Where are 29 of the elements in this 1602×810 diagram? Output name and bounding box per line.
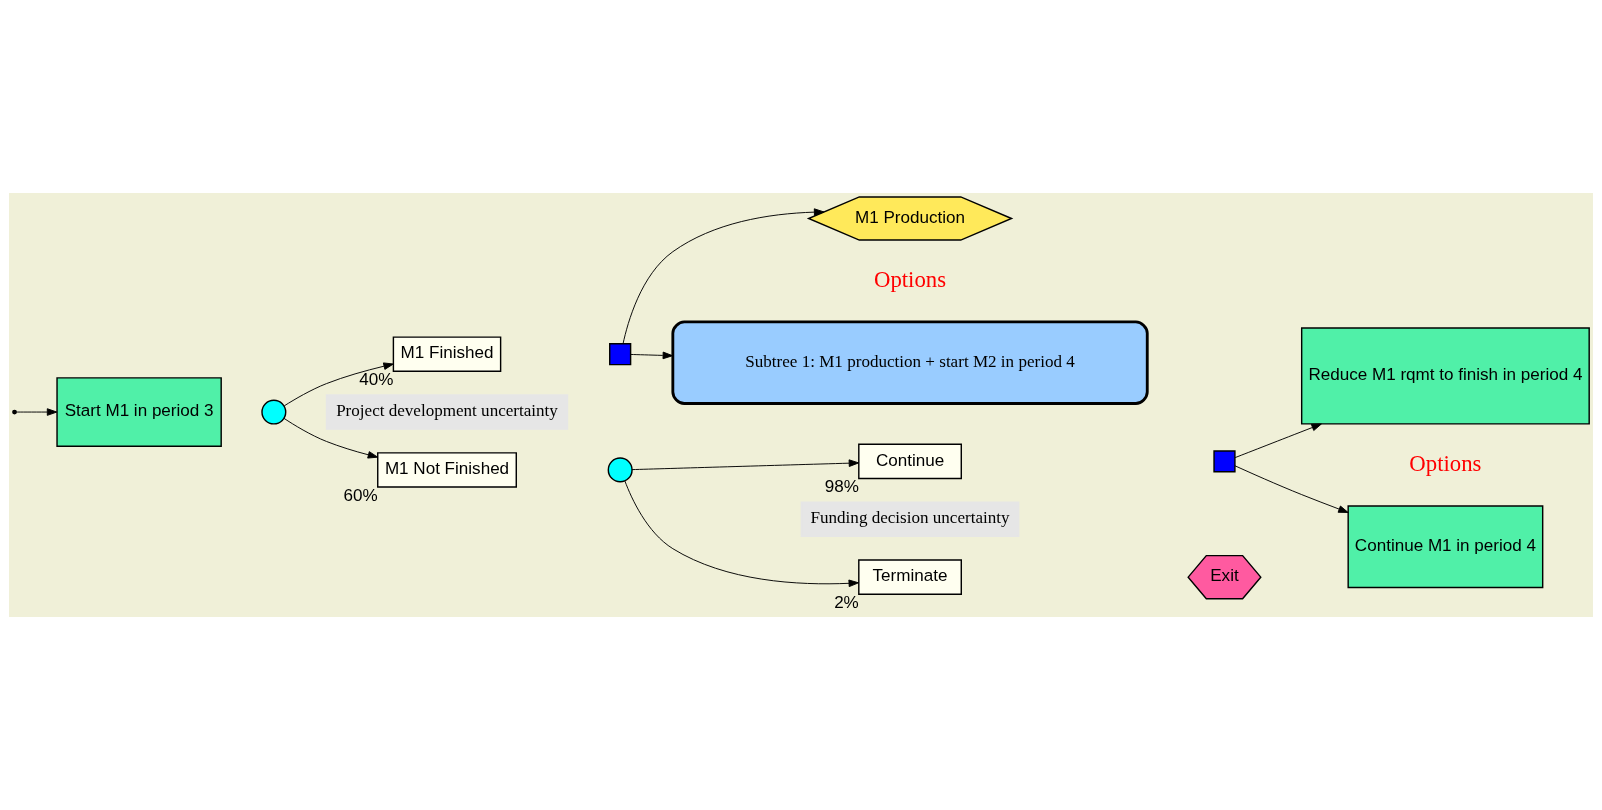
node-box: Continue M1 in period 4 [1347,505,1544,589]
node-label: 2% [834,592,859,612]
node-label: 40% [359,369,394,389]
arrow [622,208,825,345]
node-label: 98% [824,477,859,497]
node-box: Reduce M1 rqmt to finish in period 4 [1300,327,1590,425]
label: Project development uncertainty [336,401,558,421]
node-box: M1 Not Finished [377,452,517,488]
label: Options [1409,451,1482,477]
node-box: Continue [858,443,962,480]
arrow [631,459,860,471]
node-label: 60% [343,485,378,505]
arrow [630,351,674,360]
arrow [1234,465,1349,513]
node-box [1213,450,1236,473]
arrow [15,408,58,416]
node-circle [261,399,287,425]
node-circle [607,457,633,483]
node-box [609,343,632,366]
arrow [1234,423,1322,459]
label: Funding decision uncertainty [810,508,1010,528]
node-box: Start M1 in period 3 [56,377,222,447]
node-box: Terminate [858,559,962,595]
label: Options [873,266,947,292]
arrow [624,480,859,588]
node-box: Subtree 1: M1 production + start M2 in period 4 [671,320,1149,405]
arrow [283,417,379,459]
node-box: M1 Finished [392,336,502,372]
arrow [283,362,394,407]
